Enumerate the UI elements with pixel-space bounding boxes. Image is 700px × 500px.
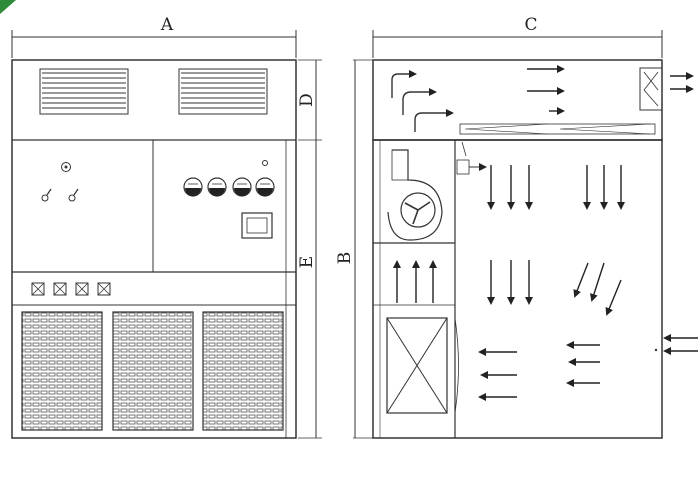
meter-dial-icon: [207, 177, 227, 197]
dimension-b: B: [335, 59, 373, 439]
switch-icon: [41, 188, 52, 202]
louver-vent-icon: [178, 68, 268, 115]
airflow-arrow-icon: [605, 279, 622, 316]
airflow-arrow-icon: [590, 262, 605, 302]
corner-accent: [0, 0, 16, 14]
louver-vent-icon: [639, 67, 663, 111]
airflow-arrow-icon: [391, 70, 454, 132]
display-screen-icon: [241, 212, 273, 239]
airflow-arrow-icon: [573, 262, 589, 298]
switch-icon: [68, 188, 79, 202]
perforated-grille-icon: [21, 311, 103, 431]
sensor-box: [456, 159, 470, 175]
dimension-label-a: A: [160, 15, 174, 35]
perforated-grille-icon: [112, 311, 194, 431]
front-view: A: [11, 15, 297, 439]
front-cabinet-outline: [11, 59, 297, 439]
switch-icon: [53, 282, 67, 296]
meter-dial-icon: [183, 177, 203, 197]
supply-plenum: [372, 59, 663, 141]
control-knob-icon: [61, 162, 71, 172]
cooling-coil-icon: [386, 317, 448, 414]
dimension-label-b: B: [335, 252, 355, 265]
airflow-arrows: [393, 65, 698, 401]
switch-icon: [97, 282, 111, 296]
side-cabinet-outline: [372, 139, 663, 439]
dimension-c: C: [372, 15, 663, 58]
indicator-lamp: [262, 160, 268, 166]
dimension-label-d: D: [297, 93, 317, 107]
meter-dial-icon: [255, 177, 275, 197]
side-view: C B: [335, 15, 698, 439]
switch-icon: [75, 282, 89, 296]
filter-frame: [459, 123, 656, 135]
meter-dial-icon: [232, 177, 252, 197]
dimension-label-e: E: [297, 256, 317, 268]
dimension-a: A: [11, 15, 297, 58]
louver-vent-icon: [39, 68, 129, 115]
centrifugal-fan-icon: [387, 149, 443, 241]
switch-icon: [31, 282, 45, 296]
dimension-label-c: C: [524, 15, 537, 35]
perforated-grille-icon: [202, 311, 284, 431]
dimension-d-e: D E: [297, 59, 322, 439]
